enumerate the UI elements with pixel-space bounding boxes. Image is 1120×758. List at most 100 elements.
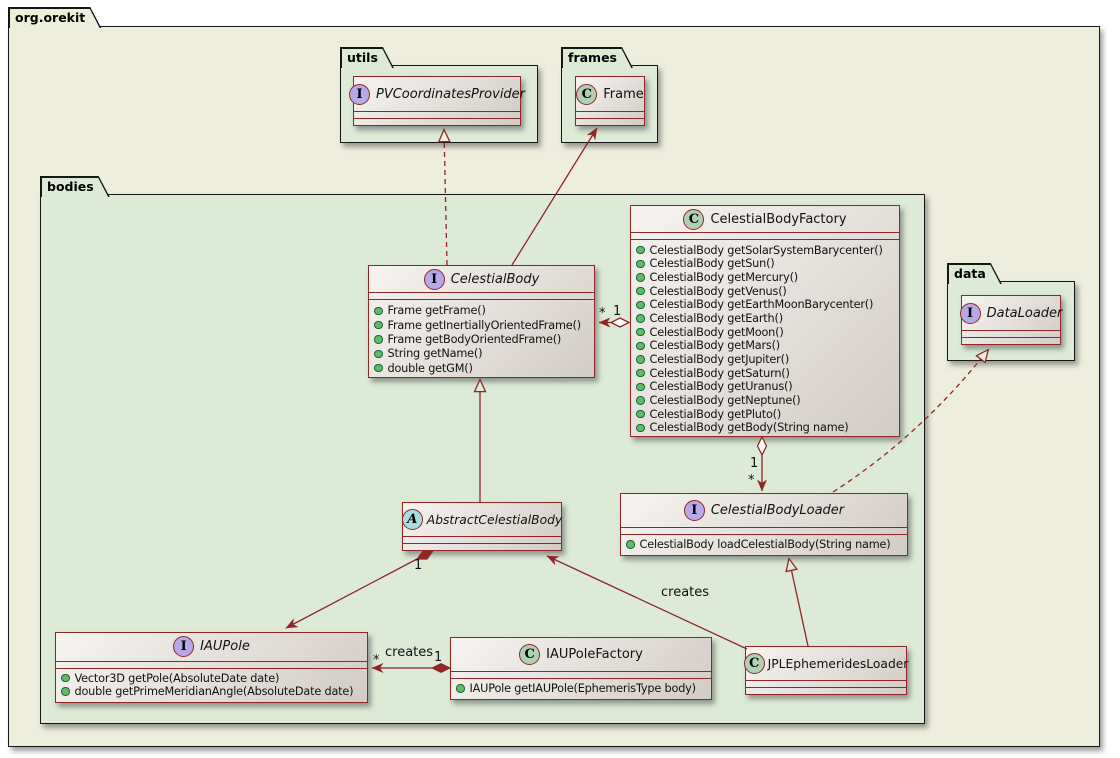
method-label: CelestialBody getMoon() bbox=[649, 325, 784, 339]
relation-label: creates bbox=[385, 645, 434, 660]
fields-compartment bbox=[621, 526, 907, 534]
method-row: double getGM() bbox=[374, 362, 589, 375]
public-method-icon bbox=[636, 368, 645, 378]
methods-compartment bbox=[746, 687, 906, 694]
method-label: CelestialBody getSaturn() bbox=[649, 366, 790, 380]
public-method-icon bbox=[61, 687, 70, 696]
interface-icon: I bbox=[959, 302, 981, 324]
interface-icon: I bbox=[173, 636, 195, 658]
public-method-icon bbox=[636, 355, 645, 364]
method-label: CelestialBody getMars() bbox=[649, 339, 781, 353]
fields-compartment bbox=[403, 536, 561, 543]
methods-compartment: CelestialBody getSolarSystemBarycenter()… bbox=[631, 239, 899, 439]
method-row: CelestialBody getSaturn() bbox=[636, 367, 894, 380]
class-header: C CelestialBodyFactory bbox=[631, 206, 899, 232]
package-label: data bbox=[954, 266, 986, 281]
method-row: CelestialBody getBody(String name) bbox=[636, 421, 894, 434]
class-box-iaupole: I IAUPole Vector3D getPole(AbsoluteDate … bbox=[55, 632, 368, 703]
method-row: Frame getBodyOrientedFrame() bbox=[374, 333, 589, 346]
fields-compartment bbox=[369, 292, 594, 299]
public-method-icon bbox=[374, 363, 383, 373]
fields-compartment bbox=[451, 670, 711, 678]
public-method-icon bbox=[636, 409, 645, 419]
method-row: CelestialBody getJupiter() bbox=[636, 353, 894, 366]
package-tab-fill bbox=[342, 49, 393, 68]
package-tab-fill bbox=[42, 178, 109, 197]
class-box-abstractcelestialbody: A AbstractCelestialBody bbox=[401, 502, 563, 551]
multiplicity-label: 1 bbox=[613, 304, 622, 319]
class-box-dataloader: I DataLoader bbox=[959, 295, 1063, 345]
interface-icon: I bbox=[423, 268, 445, 290]
method-row: CelestialBody getMoon() bbox=[636, 326, 894, 339]
method-row: CelestialBody getMars() bbox=[636, 339, 894, 352]
methods-compartment: CelestialBody loadCelestialBody(String n… bbox=[621, 533, 907, 555]
method-row: CelestialBody getMercury() bbox=[636, 271, 894, 284]
method-label: CelestialBody getEarth() bbox=[649, 311, 784, 325]
class-box-frame: C Frame bbox=[575, 76, 645, 126]
public-method-icon bbox=[636, 259, 645, 268]
multiplicity-label: 1 bbox=[750, 456, 759, 471]
package-label: org.orekit bbox=[15, 10, 86, 25]
method-row: Frame getInertiallyOrientedFrame() bbox=[374, 319, 589, 332]
public-method-icon bbox=[636, 245, 645, 255]
public-method-icon bbox=[456, 684, 465, 693]
methods-compartment: Vector3D getPole(AbsoluteDate date) doub… bbox=[56, 667, 367, 702]
package-label: bodies bbox=[47, 179, 94, 194]
public-method-icon bbox=[636, 382, 645, 392]
methods-compartment: IAUPole getIAUPole(EphemerisType body) bbox=[451, 677, 711, 699]
class-header: C JPLEphemeridesLoader bbox=[743, 647, 908, 680]
class-name: DataLoader bbox=[986, 305, 1063, 321]
public-method-icon bbox=[636, 327, 645, 337]
class-box-iaupolefactory: C IAUPoleFactory IAUPole getIAUPole(Ephe… bbox=[450, 637, 712, 700]
method-label: String getName() bbox=[387, 347, 483, 361]
public-method-icon bbox=[636, 423, 645, 433]
public-method-icon bbox=[636, 341, 645, 351]
method-row: Vector3D getPole(AbsoluteDate date) bbox=[61, 672, 362, 685]
method-label: CelestialBody getMercury() bbox=[649, 270, 799, 284]
fields-compartment bbox=[354, 111, 520, 118]
interface-icon: I bbox=[683, 499, 705, 521]
public-method-icon bbox=[374, 349, 383, 359]
class-name: Frame bbox=[603, 86, 644, 102]
multiplicity-label: 1 bbox=[414, 558, 423, 573]
fields-compartment bbox=[631, 232, 899, 239]
method-row: CelestialBody loadCelestialBody(String n… bbox=[626, 538, 902, 551]
method-row: CelestialBody getPluto() bbox=[636, 408, 894, 421]
class-box-jplephemeridesloader: C JPLEphemeridesLoader bbox=[743, 646, 908, 695]
class-name: IAUPole bbox=[200, 639, 250, 655]
multiplicity-label: 1 bbox=[434, 650, 443, 665]
class-icon: C bbox=[743, 653, 765, 674]
class-header: I DataLoader bbox=[959, 296, 1063, 330]
method-label: Frame getInertiallyOrientedFrame() bbox=[387, 318, 582, 332]
class-icon: C bbox=[519, 643, 541, 665]
method-row: CelestialBody getSolarSystemBarycenter() bbox=[636, 243, 894, 257]
public-method-icon bbox=[374, 335, 383, 344]
class-name: AbstractCelestialBody bbox=[426, 512, 563, 527]
package-tab-frames: frames bbox=[561, 47, 633, 68]
class-header: I PVCoordinatesProvider bbox=[348, 77, 525, 111]
public-method-icon bbox=[636, 273, 645, 282]
multiplicity-label: * bbox=[373, 653, 380, 668]
method-label: CelestialBody getSolarSystemBarycenter() bbox=[649, 243, 883, 257]
relation-label: creates bbox=[661, 585, 710, 600]
class-icon: C bbox=[576, 83, 598, 105]
public-method-icon bbox=[374, 320, 383, 330]
package-tab-fill bbox=[10, 9, 100, 28]
class-name: CelestialBody bbox=[450, 271, 540, 287]
method-label: CelestialBody getSun() bbox=[649, 257, 775, 271]
method-row: Frame getFrame() bbox=[374, 304, 589, 317]
methods-compartment bbox=[354, 118, 520, 125]
method-label: CelestialBody getVenus() bbox=[649, 284, 787, 298]
fields-compartment bbox=[56, 660, 367, 668]
method-row: IAUPole getIAUPole(EphemerisType body) bbox=[456, 682, 706, 695]
interface-icon: I bbox=[348, 83, 370, 105]
method-label: CelestialBody getBody(String name) bbox=[649, 421, 849, 435]
method-label: Vector3D getPole(AbsoluteDate date) bbox=[74, 671, 280, 685]
package-tab-bodies: bodies bbox=[40, 176, 110, 197]
method-row: CelestialBody getUranus() bbox=[636, 380, 894, 393]
public-method-icon bbox=[636, 396, 645, 405]
package-tab-utils: utils bbox=[340, 47, 394, 68]
class-name: IAUPoleFactory bbox=[546, 646, 643, 662]
multiplicity-label: * bbox=[748, 473, 755, 488]
